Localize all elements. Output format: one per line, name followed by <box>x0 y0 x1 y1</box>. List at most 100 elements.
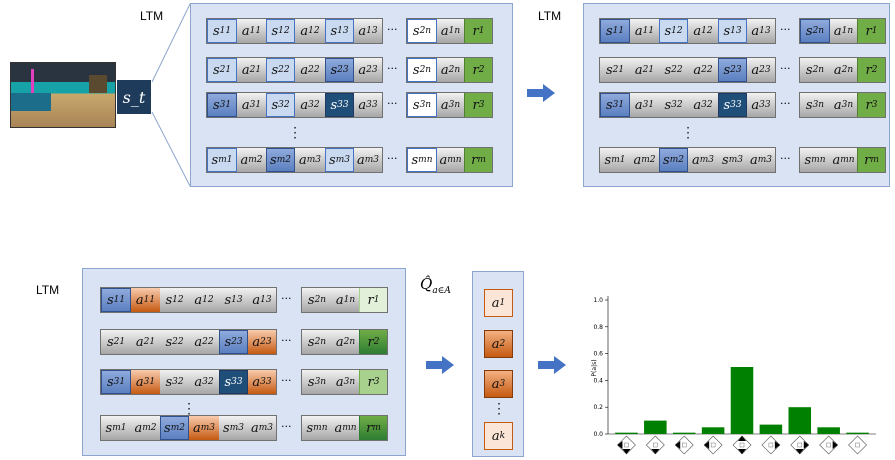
y-tick-label: 0.0 <box>593 431 603 438</box>
right-arrow-icon <box>426 356 454 374</box>
turn-left-arrow-icon <box>674 435 694 455</box>
y-tick-label: 1.0 <box>593 297 603 304</box>
x-axis-icons <box>617 435 867 455</box>
vertical-ellipsis: ··· <box>293 121 297 145</box>
right-arrow-icon <box>527 84 555 102</box>
bar <box>672 432 696 434</box>
forward-right-arrow-icon <box>790 435 810 455</box>
move-forward-arrow-icon <box>732 435 752 455</box>
ltm-label-bottom: LTM <box>36 283 60 297</box>
vertical-ellipsis: ··· <box>686 121 690 145</box>
ellipsis: ··· <box>281 420 292 433</box>
strafe-right-arrow-icon <box>761 435 781 455</box>
bar <box>759 424 783 434</box>
vertical-ellipsis: ··· <box>497 397 501 421</box>
bar <box>788 407 812 434</box>
ellipsis: ··· <box>780 97 791 110</box>
bar <box>817 427 840 434</box>
ellipsis: ··· <box>780 23 791 36</box>
q-hat-subscript: a∈A <box>432 286 451 296</box>
